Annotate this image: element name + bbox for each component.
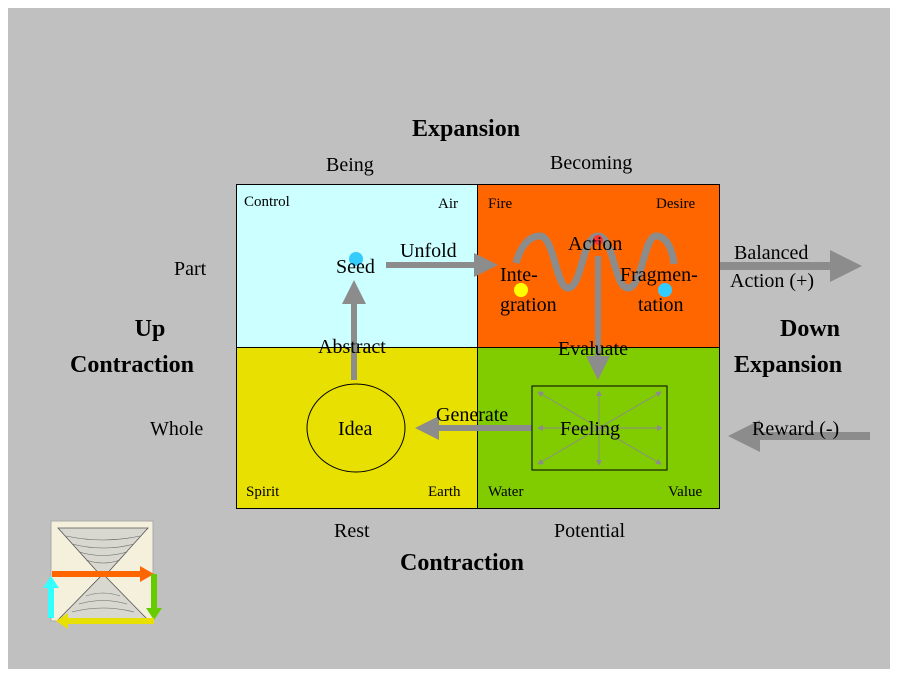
left-title-line2: Contraction bbox=[70, 352, 194, 378]
corner-water: Water bbox=[488, 484, 524, 500]
corner-value: Value bbox=[668, 484, 703, 500]
corner-fire: Fire bbox=[488, 196, 513, 212]
feeling-box bbox=[531, 385, 668, 471]
seed-dot bbox=[349, 252, 363, 266]
action-label: Action bbox=[568, 233, 623, 255]
corner-desire: Desire bbox=[656, 196, 696, 212]
corner-air: Air bbox=[438, 196, 458, 212]
integration-label-1: Inte- bbox=[500, 264, 538, 286]
abstract-label: Abstract bbox=[318, 336, 386, 358]
generate-label: Generate bbox=[436, 404, 509, 426]
corner-spirit: Spirit bbox=[246, 484, 280, 500]
corner-control: Control bbox=[244, 194, 290, 210]
seed-label: Seed bbox=[336, 256, 375, 278]
integration-dot bbox=[514, 283, 528, 297]
right-title-line2: Expansion bbox=[734, 352, 843, 378]
fragmentation-dot bbox=[658, 283, 672, 297]
left-title-line1: Up bbox=[134, 316, 166, 342]
action-dot bbox=[593, 235, 603, 245]
idea-label: Idea bbox=[338, 418, 373, 440]
evaluate-label: Evaluate bbox=[558, 338, 628, 360]
diagram-slide: Expansion Contraction Up Contraction Dow… bbox=[8, 8, 890, 669]
balanced-action-label-2: Action (+) bbox=[730, 270, 815, 292]
column-label-rest: Rest bbox=[334, 520, 370, 542]
balanced-action-label-1: Balanced bbox=[734, 242, 809, 264]
idea-ellipse bbox=[306, 383, 406, 473]
fragmentation-label-2: tation bbox=[638, 294, 684, 316]
unfold-label: Unfold bbox=[400, 240, 457, 262]
feeling-label: Feeling bbox=[560, 418, 620, 440]
right-title-line1: Down bbox=[779, 316, 840, 342]
column-label-becoming: Becoming bbox=[550, 152, 633, 174]
diagram-arrows bbox=[43, 232, 870, 629]
column-label-being: Being bbox=[326, 154, 374, 176]
reward-label: Reward (-) bbox=[752, 418, 840, 440]
integration-label-2: gration bbox=[500, 294, 557, 316]
column-label-potential: Potential bbox=[554, 520, 626, 542]
row-label-whole: Whole bbox=[150, 418, 204, 440]
top-title: Expansion bbox=[412, 116, 521, 142]
corner-earth: Earth bbox=[428, 484, 461, 500]
feeling-rays bbox=[537, 390, 663, 466]
row-label-part: Part bbox=[174, 258, 207, 280]
bottom-title: Contraction bbox=[400, 550, 524, 576]
double-cone-cycle-icon bbox=[43, 520, 162, 629]
fragmentation-label-1: Fragmen- bbox=[620, 264, 698, 286]
